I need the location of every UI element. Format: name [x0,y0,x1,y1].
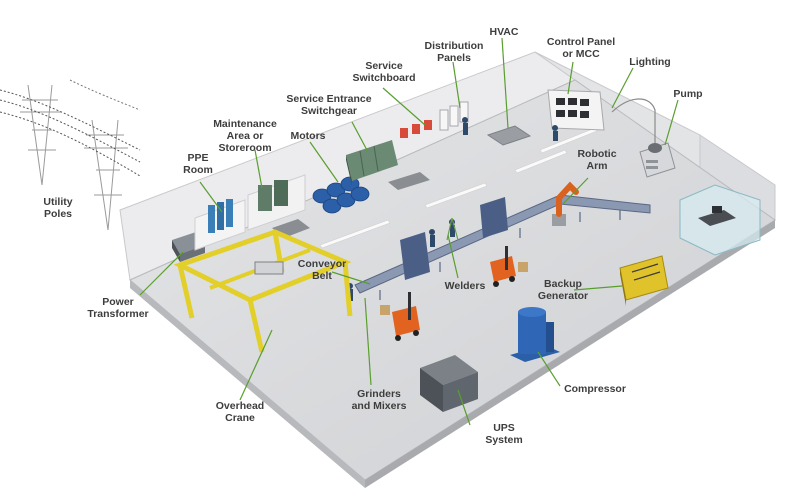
label-service-entrance-switchgear: Service Entrance Switchgear [286,93,372,117]
robot-arm-unit [552,181,579,226]
conveyor-line [354,194,651,300]
label-grinders-mixers: Grinders and Mixers [351,388,407,412]
label-distribution-panels: Distribution Panels [424,40,484,64]
pump-unit [639,142,676,178]
floor-right-edge [365,220,775,488]
ups-unit [420,355,478,412]
switchboard-unit [388,120,432,190]
distribution-panels-unit [439,101,469,135]
label-ppe-room: PPE Room [183,152,213,176]
label-power-transformer: Power Transformer [87,296,149,320]
label-backup-generator: Backup Generator [537,278,589,302]
crane-unit [173,229,353,353]
forklift-a [490,246,528,287]
utility-poles [0,79,141,231]
label-maintenance-area: Maintenance Area or Storeroom [213,118,277,154]
motors-unit [312,176,370,214]
hvac-unit [486,125,532,146]
control-booth-unit [679,184,761,256]
forklift-b [380,292,420,341]
label-hvac: HVAC [489,26,519,38]
label-ups-system: UPS System [485,422,523,446]
ppe-room-unit [194,199,246,251]
label-robotic-arm: Robotic Arm [577,148,617,172]
compressor-unit [510,307,560,362]
switchgear-unit [346,140,398,186]
label-conveyor-belt: Conveyor Belt [297,258,347,282]
label-overhead-crane: Overhead Crane [215,400,265,424]
generator-unit [619,255,669,306]
control-panel-unit [547,89,605,141]
lighting-fixture [611,98,656,150]
label-lighting: Lighting [629,56,671,68]
maintenance-area-unit [247,174,310,238]
label-service-switchboard: Service Switchboard [352,60,416,84]
label-control-panel: Control Panel or MCC [546,36,616,60]
label-compressor: Compressor [564,383,626,395]
label-motors: Motors [290,130,326,142]
leader-lines [139,37,679,426]
label-welders: Welders [444,280,486,292]
label-pump: Pump [673,88,703,100]
light-strips [319,127,598,249]
label-utility-poles: Utility Poles [43,196,73,220]
